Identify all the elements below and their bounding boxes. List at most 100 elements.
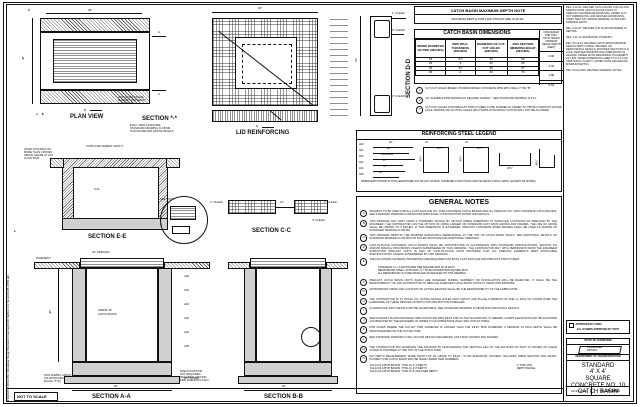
dimensions-table-box: CATCH BASIN DIMENSIONS FOR DESIGN USE ON… [414,29,563,87]
aa-grate [80,258,164,268]
lid-reinforcing-group: 60" D LID REINFORCING [206,6,326,136]
ee-ground-left [50,158,64,168]
bb-pavement-right [326,262,348,269]
plan-view-title: PLAN VIEW [70,114,104,120]
dd-leader-2 [392,34,404,35]
plan-mark-a-line [152,36,166,37]
section-bb-group: 60" SECTION B-B [228,244,348,400]
item-numbers-list: 611-12.01 CATCH BASINS, TYPE 10, 0'-4' D… [370,363,536,373]
plan-section-mark-b: B [84,108,86,112]
title-block-title: STANDARD 4' X 4' SQUARE CONCRETE NO. 10 … [570,362,626,396]
aa-inside-label: INSIDE OF CATCH BASIN [98,308,117,316]
right-column-divider [563,4,564,402]
rebar-legend-note: DIMENSIONS SHOWN IN THIS LEGEND ARE OUT-… [361,180,537,183]
detail-bubble [160,196,208,244]
bb-wall-right [320,268,332,362]
section-cc-group: 12" 2" CLEAR 2" CLEAR 3" CLEAR SECTION C… [210,200,337,234]
table-body: 18 2½ 25 54 24 3 32 60 30 3½ 39 67 [414,57,540,76]
plan-mark-a2-line [152,90,166,91]
section-star-title: SECTION *-* [142,116,178,122]
bb-cavity [256,268,321,362]
section-ee-group: SECTION E-E [50,140,180,240]
plan-grate-bars [53,39,137,83]
bb-wall-left [244,268,256,362]
ee-ground-right [166,158,180,168]
approval-checkbox[interactable] [569,323,574,328]
not-to-scale-box: NOT TO SCALE [14,392,58,401]
sheet-border-inner [6,4,634,402]
section-bb-title: SECTION B-B [264,394,303,400]
aa-dim-bottom [72,390,172,391]
ee-note-callout: AVOID STACKING OF MORE THAN 3 BOXES ABOV… [24,148,54,161]
lid-dim-top [212,12,318,13]
lid-opening [235,37,297,89]
dd-dim-line [360,16,361,116]
plan-bottom-slab [40,90,150,104]
bb-pipe-opening [301,327,321,347]
rebar-shape-1 [423,147,449,173]
bb-grate [250,258,326,268]
lid-mark-d-line [262,127,274,128]
sheet-border-outer [3,2,637,404]
plan-body [40,32,150,90]
cc-span-line [276,207,294,208]
bb-dim-bottom [244,390,332,391]
dd-bottom-rebar-cage [374,95,390,113]
see-note-callout: SEE NOTE [160,198,174,201]
dimensions-table-side-note: FOR DESIGN USE ONLY CATCH BASIN MINIMUM … [541,31,561,49]
lid-rebar-grid [212,18,318,106]
rebar-shape-2 [463,147,489,173]
section-ee-title: SECTION E-E [88,234,127,240]
lug-callout: LUG [94,188,100,191]
aa-stone [64,376,180,384]
portland-grout-callout: PORTLAND CEMENT GROUT [86,145,124,148]
aa-dim-left [58,268,59,362]
depth-note-box: CATCH BASIN MAXIMUM DEPTH NOTE MAXIMUM D… [414,6,562,24]
plan-dim-line-top [46,13,142,14]
section-star-subtitle: ELEV. VIEW & PROVIDE STANDARD DRAWING D-… [130,124,174,134]
bottom-divider [6,388,563,389]
plan-section-mark-a: A [158,30,160,34]
bb-pavement-left [228,262,250,269]
section-cc-title: SECTION C-C [252,228,291,234]
design-depth-values: 3.90 4.40 4.98 5.53 [539,51,563,87]
aa-wall-left [72,268,86,362]
aa-floor [72,362,172,376]
detail-bubble-inner2 [172,226,190,234]
ee-base [62,218,168,230]
dd-leader-1 [392,18,406,19]
cc-right-cage [294,200,328,214]
plan-dim-line-left [32,18,33,104]
section-dd-group: 54" 1" CLEAR 2" CLEAR 3" CLEAR SECTION D… [330,6,412,124]
plan-view-group: 48" B 48" A A B ▸ ◂ PLAN VIEW [21,8,166,120]
table-row: 36 4 46 74 [414,70,540,76]
bb-stone [238,376,338,384]
bb-floor [244,362,332,376]
lid-bar-strip [212,110,318,122]
plan-mark-b-line [90,110,102,111]
materials-list: CONCRETE: f'c = 4,000 POUNDS PER SQUARE … [378,265,468,275]
approval-box: APPROVED BY FHWA ALL OTHERS APPROVED BY … [566,320,630,334]
detail-bubble-inner [170,206,196,220]
